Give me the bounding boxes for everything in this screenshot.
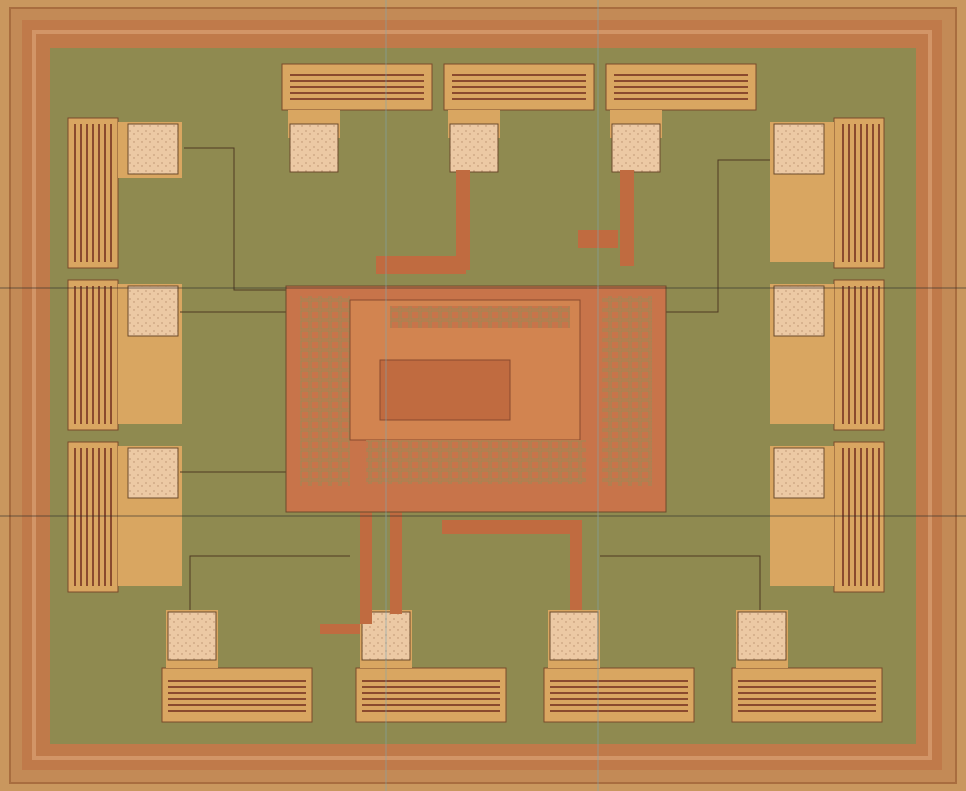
top-pad-2: [443, 63, 595, 173]
top-pad-1: [281, 63, 433, 173]
left-pad-2: [67, 279, 182, 431]
routing-traces: [320, 170, 634, 634]
top-pad-3: [605, 63, 757, 173]
left-pad-3: [67, 441, 182, 593]
bottom-pad-3: [543, 610, 695, 723]
right-pad-3: [770, 441, 885, 593]
right-pad-2: [770, 279, 885, 431]
thin-wires: [180, 147, 770, 610]
bottom-pad-4: [731, 610, 883, 723]
left-pad-1: [67, 117, 182, 269]
core-circuit: [285, 285, 667, 513]
bottom-pad-1: [161, 610, 313, 723]
right-pad-1: [770, 117, 885, 269]
